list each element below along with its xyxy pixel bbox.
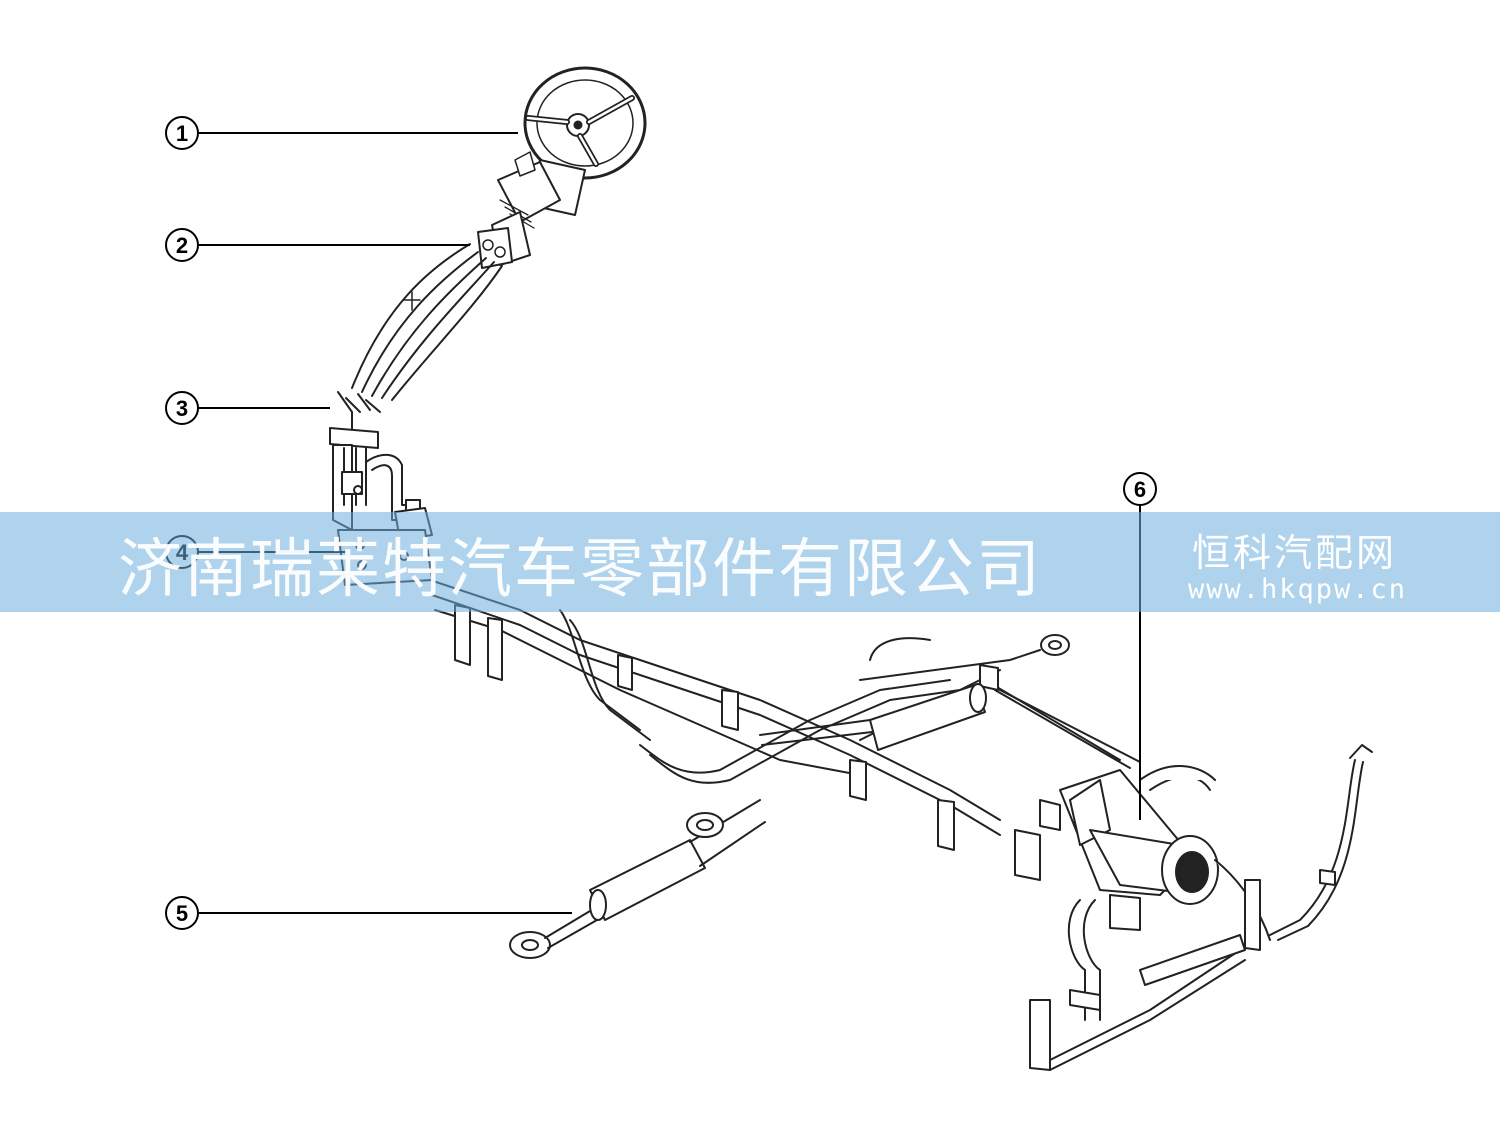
watermark-banner <box>0 512 1500 612</box>
watermark-url: www.hkqpw.cn <box>1188 574 1408 605</box>
watermark-company: 济南瑞莱特汽车零部件有限公司 <box>118 533 1042 607</box>
steering-column <box>477 151 586 269</box>
callout-2-label: 2 <box>176 233 188 258</box>
tie-rod <box>859 634 1141 763</box>
callout-1-label: 1 <box>176 121 188 146</box>
tube-clamps <box>454 604 999 851</box>
callouts: 1 2 3 4 5 6 <box>165 116 1157 930</box>
callout-1: 1 <box>165 116 518 150</box>
tube-bundle <box>429 579 1131 836</box>
callout-3: 3 <box>165 391 330 425</box>
steering-wheel <box>523 66 647 180</box>
frame-bracket <box>1029 744 1373 1071</box>
callout-3-label: 3 <box>176 396 188 421</box>
steering-cylinder <box>509 799 766 959</box>
steering-hoses <box>337 243 503 431</box>
callout-6-label: 6 <box>1134 477 1146 502</box>
axle-cylinder <box>759 683 987 751</box>
electric-pump-motor <box>1014 765 1271 941</box>
watermark-brand: 恒科汽配网 <box>1192 531 1398 575</box>
callout-2: 2 <box>165 228 470 262</box>
callout-5-label: 5 <box>176 901 188 926</box>
callout-5: 5 <box>165 896 572 930</box>
